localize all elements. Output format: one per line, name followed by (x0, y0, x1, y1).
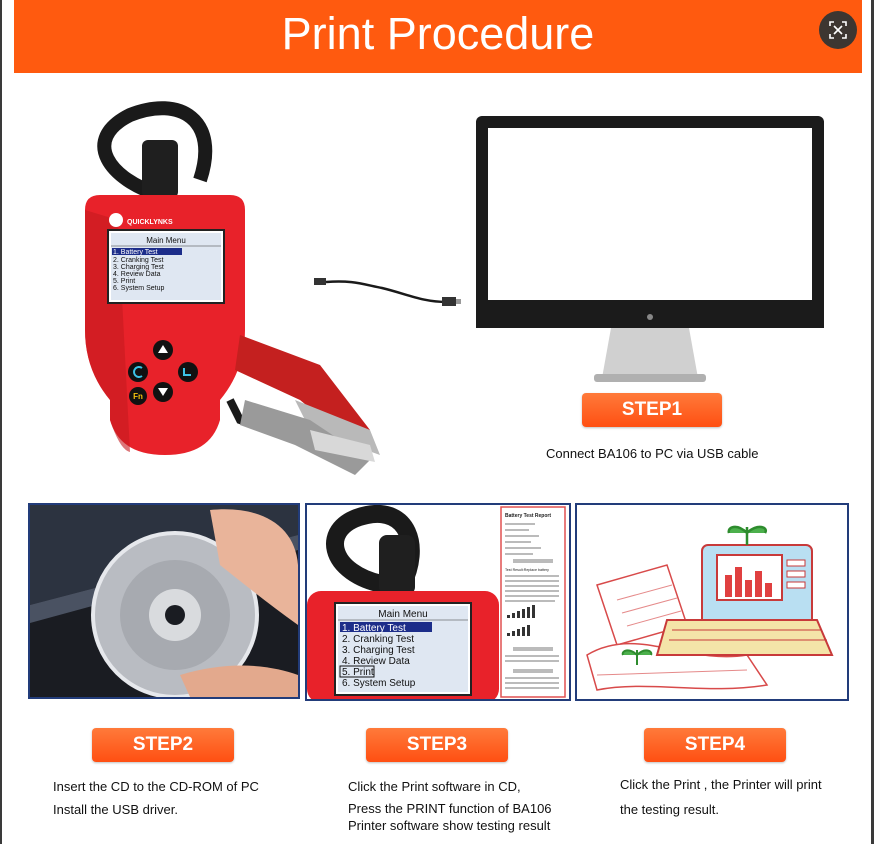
device-menu-title: Main Menu (146, 236, 186, 245)
step2-label: STEP2 (92, 728, 234, 762)
cd-insert-photo (28, 503, 300, 699)
step4-caption-line2: the testing result. (620, 802, 719, 817)
printer-cartoon-image (575, 503, 849, 701)
header-banner: Print Procedure (14, 0, 862, 73)
step3-caption-line2: Press the PRINT function of BA106 (348, 801, 552, 816)
step3-caption-line1: Click the Print software in CD, (348, 779, 521, 794)
device-menu-item: 1. Battery Test (342, 623, 406, 634)
device-menu-item: 6. System Setup (342, 678, 416, 689)
usb-cable-illustration (314, 278, 461, 306)
device-menu-item: 3. Charging Test (342, 645, 415, 656)
device-menu-item: 5. Print (342, 667, 374, 678)
step2-caption-line1: Insert the CD to the CD-ROM of PC (53, 779, 259, 794)
device-print-photo: Main Menu 1. Battery Test 2. Cranking Te… (305, 503, 571, 701)
battery-tester-illustration: QUICKLYNKS Main Menu 1. Battery Test 2. … (85, 101, 380, 475)
device-menu-item: 5. Print (113, 278, 135, 285)
page-title: Print Procedure (281, 8, 595, 59)
step4-label: STEP4 (644, 728, 786, 762)
monitor-illustration (476, 116, 824, 382)
device-menu-item: 6. System Setup (113, 285, 164, 292)
device-brand: QUICKLYNKS (127, 219, 173, 226)
report-result-line: Test Result:Replace battery (505, 568, 549, 572)
step3-label: STEP3 (366, 728, 508, 762)
device-menu-item: 4. Review Data (113, 271, 161, 278)
frame-border-left (0, 0, 2, 844)
step1-caption: Connect BA106 to PC via USB cable (546, 446, 759, 461)
device-menu-item: 4. Review Data (342, 656, 410, 667)
device-menu-item: 1. Battery Test (113, 249, 158, 256)
device-menu-item: 2. Cranking Test (342, 634, 414, 645)
device-menu-title: Main Menu (378, 609, 427, 620)
close-icon (829, 21, 847, 39)
device-menu-item: 3. Charging Test (113, 264, 164, 271)
step1-label: STEP1 (582, 393, 722, 427)
fn-key-label: Fn (133, 392, 143, 401)
step3-caption-line3: Printer software show testing result (348, 818, 551, 833)
close-button[interactable] (819, 11, 857, 49)
step2-caption-line2: Install the USB driver. (53, 802, 178, 817)
frame-border-right (871, 0, 874, 844)
report-title: Battery Test Report (505, 513, 551, 519)
device-menu-item: 2. Cranking Test (113, 257, 164, 264)
step4-caption-line1: Click the Print , the Printer will print (620, 777, 822, 792)
